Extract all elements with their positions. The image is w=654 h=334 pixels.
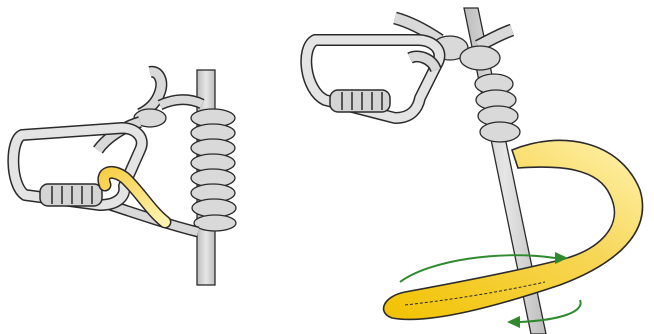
right-locking-sleeve [330,90,390,112]
left-knot-wraps [191,109,236,231]
left-locking-sleeve [40,184,102,206]
left-panel [13,70,236,285]
arrowhead-bottom-icon [507,316,520,328]
right-knot-wraps [475,74,520,142]
right-panel [306,8,642,334]
